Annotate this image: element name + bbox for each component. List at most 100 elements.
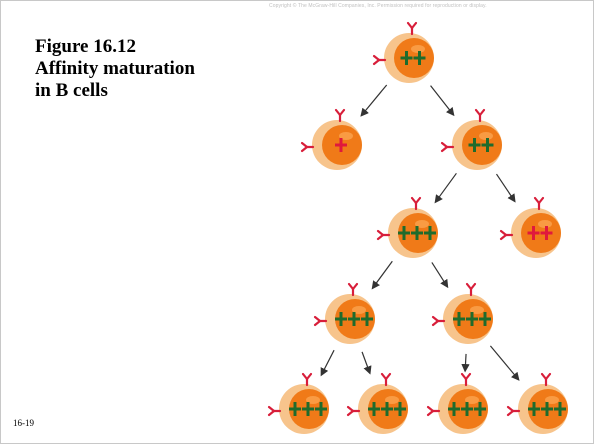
antibody-top: [540, 372, 552, 387]
antibody-left: [376, 229, 391, 241]
antibody-arm-right: [499, 229, 508, 237]
antibody-left: [506, 405, 521, 417]
plus-green: [448, 402, 460, 416]
antibody-arm-right: [410, 21, 418, 30]
plus-green: [541, 402, 553, 416]
arrows-layer: [320, 84, 520, 381]
antibody-arm-right: [440, 141, 449, 149]
arrow-gen4-right-to-gen5-4: [489, 345, 520, 381]
antibody-arm-right: [506, 405, 515, 413]
antibody-top: [465, 282, 477, 297]
antibody-arm-right: [464, 372, 472, 381]
antibody-left: [346, 405, 361, 417]
plus-green: [315, 402, 327, 416]
antibody-arm-right: [537, 196, 545, 205]
antibody-left: [426, 405, 441, 417]
figure-title-line-3: in B cells: [35, 80, 108, 101]
antibody-top: [301, 372, 313, 387]
arrow-gen4-left-to-gen5-1: [320, 349, 335, 377]
antibody-left: [313, 315, 328, 327]
antibody-left: [499, 229, 514, 241]
arrow-gen1-to-gen2-left: [360, 84, 388, 117]
antibody-top: [380, 372, 392, 387]
plus-green: [381, 402, 393, 416]
b-cell-gen5-2: [346, 372, 408, 434]
b-cell-gen5-1: [267, 372, 329, 434]
antibody-top: [347, 282, 359, 297]
copyright-notice: Copyright © The McGraw-Hill Companies, I…: [269, 3, 487, 9]
arrow-gen2-right-to-gen3-left: [434, 172, 457, 204]
cell-highlight: [479, 132, 493, 140]
antibody-left: [440, 141, 455, 153]
figure-title-line-2: Affinity maturation: [35, 58, 195, 79]
plus-green: [468, 138, 481, 152]
plus-red: [540, 226, 553, 240]
plus-green: [424, 226, 436, 240]
antibody-left: [372, 54, 387, 66]
antibody-arm-right: [351, 282, 359, 291]
antibody-arm-right: [544, 372, 552, 381]
antibody-top: [460, 372, 472, 387]
figure-title: Figure 16.12 Affinity maturation in B ce…: [35, 36, 265, 102]
plus-green: [368, 402, 380, 416]
plus-green: [361, 312, 373, 326]
b-cell-gen2-right: [440, 108, 502, 170]
plus-green: [398, 226, 410, 240]
antibody-top: [474, 108, 486, 123]
cell-highlight: [411, 45, 425, 53]
b-cell-gen3-left: [376, 196, 438, 258]
antibody-arm-right: [338, 108, 346, 117]
antibody-left: [300, 141, 315, 153]
arrow-gen3-left-to-gen4-left: [371, 260, 393, 290]
antibody-arm-right: [372, 54, 381, 62]
antibody-arm-right: [469, 282, 477, 291]
plus-green: [289, 402, 301, 416]
b-cell-gen2-left: [300, 108, 362, 170]
b-cell-gen4-left: [313, 282, 375, 344]
b-cell-gen4-right: [431, 282, 493, 344]
arrow-gen4-right-to-gen5-3: [461, 353, 470, 373]
antibody-arm-right: [313, 315, 322, 323]
plus-green: [481, 138, 494, 152]
plus-green: [411, 226, 423, 240]
plus-green: [479, 312, 491, 326]
antibody-arm-right: [384, 372, 392, 381]
plus-green: [528, 402, 540, 416]
antibody-arm-right: [431, 315, 440, 323]
plus-green: [400, 51, 413, 65]
antibody-arm-right: [300, 141, 309, 149]
arrow-gen4-left-to-gen5-2: [361, 351, 372, 375]
plus-green: [554, 402, 566, 416]
antibody-arm-right: [478, 108, 486, 117]
plus-red: [527, 226, 540, 240]
b-cell-gen1: [372, 21, 434, 83]
antibody-top: [533, 196, 545, 211]
b-cell-gen3-right: [499, 196, 561, 258]
antibody-top: [334, 108, 346, 123]
antibody-arm-right: [305, 372, 313, 381]
b-cell-gen5-4: [506, 372, 568, 434]
antibody-arm-right: [426, 405, 435, 413]
plus-green: [466, 312, 478, 326]
antibody-left: [431, 315, 446, 327]
plus-green: [453, 312, 465, 326]
plus-green: [394, 402, 406, 416]
slide-number: 16-19: [13, 418, 34, 428]
arrow-gen2-right-to-gen3-right: [495, 173, 516, 203]
plus-green: [474, 402, 486, 416]
plus-green: [413, 51, 426, 65]
antibody-arm-right: [346, 405, 355, 413]
plus-red: [335, 138, 347, 152]
cell-highlight: [538, 220, 552, 228]
b-cell-gen5-3: [426, 372, 488, 434]
plus-green: [335, 312, 347, 326]
plus-green: [461, 402, 473, 416]
antibody-top: [406, 21, 418, 36]
antibody-arm-right: [414, 196, 422, 205]
figure-title-line-1: Figure 16.12: [35, 36, 136, 57]
cells-layer: [267, 21, 568, 434]
antibody-left: [267, 405, 282, 417]
arrow-gen1-to-gen2-right: [430, 85, 455, 117]
